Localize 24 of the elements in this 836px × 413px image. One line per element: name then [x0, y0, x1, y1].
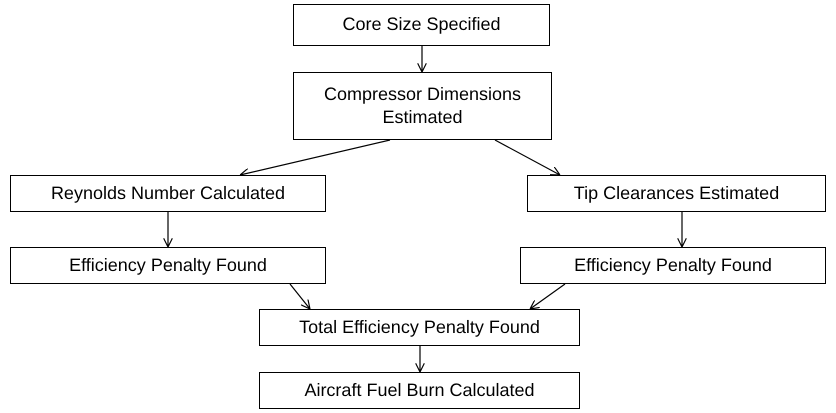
- process-box: [293, 72, 552, 140]
- arrow: [676, 212, 688, 248]
- box-label: Reynolds Number Calculated: [50, 182, 286, 205]
- process-box: [259, 309, 580, 346]
- arrow: [239, 139, 390, 178]
- box-label: Compressor Dimensions Estimated: [322, 82, 522, 129]
- box-label: Tip Clearances Estimated: [574, 182, 780, 205]
- process-box: [10, 247, 326, 284]
- process-box: [527, 175, 826, 212]
- box-label: Efficiency Penalty Found: [69, 254, 267, 277]
- arrow: [290, 284, 311, 310]
- arrow: [162, 212, 174, 248]
- box-label: Efficiency Penalty Found: [574, 254, 772, 277]
- arrow: [529, 284, 566, 310]
- arrow: [416, 46, 428, 73]
- process-box: [520, 247, 826, 284]
- box-label: Total Efficiency Penalty Found: [299, 316, 540, 339]
- process-box: [10, 175, 326, 212]
- arrow: [414, 346, 426, 373]
- box-label: Core Size Specified: [342, 13, 501, 36]
- arrow: [494, 139, 561, 176]
- process-box: [259, 372, 580, 409]
- process-box: [293, 4, 550, 46]
- box-label: Aircraft Fuel Burn Calculated: [304, 378, 535, 402]
